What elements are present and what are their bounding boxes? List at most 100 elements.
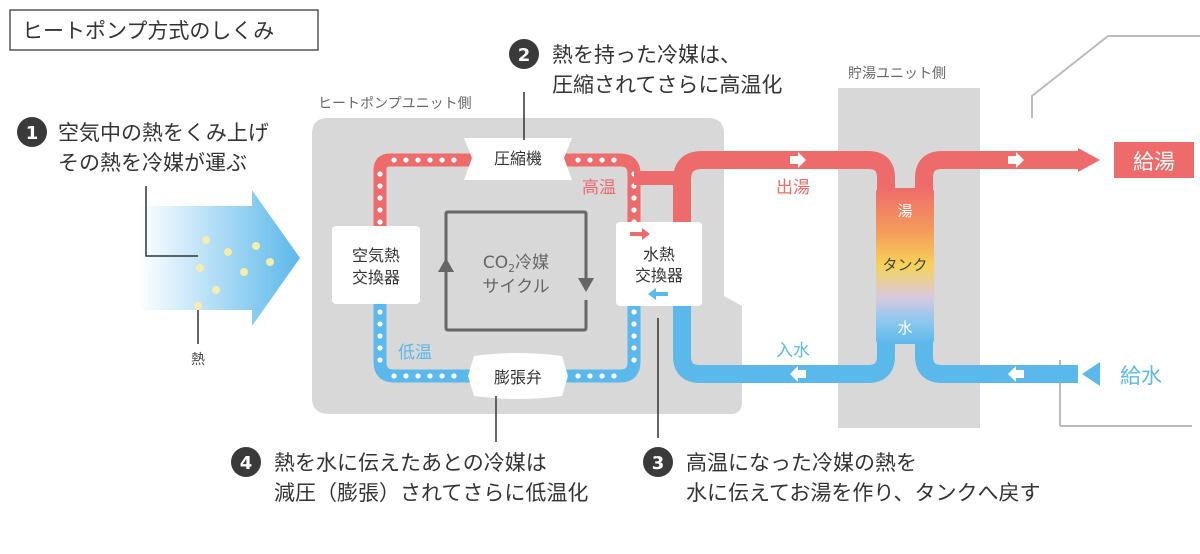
refrigerant-dot <box>631 195 637 201</box>
refrigerant-dot <box>377 219 383 225</box>
refrigerant-dot <box>631 357 637 363</box>
step-4-line1: 熱を水に伝えたあとの冷媒は <box>274 451 547 475</box>
compressor-label: 圧縮機 <box>494 149 542 168</box>
refrigerant-dot <box>391 157 397 163</box>
refrigerant-dot <box>631 309 637 315</box>
hot-supply-label: 給湯 <box>1133 150 1175 174</box>
step-2-line1: 熱を持った冷媒は、 <box>552 43 741 67</box>
inlet-water-label: 入水 <box>776 341 810 361</box>
air-intake-arrow-icon <box>138 190 300 326</box>
hot-supply-pipe <box>915 151 1078 200</box>
refrigerant-dot <box>575 157 581 163</box>
refrigerant-dot <box>415 157 421 163</box>
refrigerant-dot <box>403 373 409 379</box>
refrigerant-dot <box>451 373 457 379</box>
refrigerant-dot <box>377 357 383 363</box>
cycle-label-line2: サイクル <box>482 277 549 297</box>
cold-water-pipe <box>673 300 895 383</box>
hot-water-pipe <box>673 151 895 240</box>
refrigerant-dot <box>575 373 581 379</box>
cold-flow-arrow-icon <box>648 288 668 300</box>
refrigerant-dot <box>439 373 445 379</box>
numbered-circle-icon <box>509 39 539 69</box>
heat-particles <box>194 236 274 310</box>
tank <box>876 188 934 344</box>
numbered-circle-icon <box>643 447 673 477</box>
water-supply-label: 給水 <box>1120 364 1162 388</box>
tank-hot-label: 湯 <box>897 202 912 220</box>
numbered-circle-icon <box>17 117 47 147</box>
refrigerant-dot <box>611 373 617 379</box>
high-temp-label: 高温 <box>582 178 616 198</box>
white-arrow-icon <box>1008 152 1024 168</box>
title-box: ヒートポンプ方式のしくみ <box>9 9 319 51</box>
step-3-number: 3 <box>652 453 665 474</box>
step-2-number: 2 <box>518 45 531 66</box>
step-1: 1 空気中の熱をくみ上げ その熱を冷媒が運ぶ <box>17 117 269 175</box>
refrigerant-dot <box>631 321 637 327</box>
outlet-hot-label: 出湯 <box>776 178 810 198</box>
step-4-number: 4 <box>240 453 253 474</box>
step-1-line2: その熱を冷媒が運ぶ <box>58 151 247 175</box>
refrigerant-dot <box>451 157 457 163</box>
refrigerant-dot <box>377 207 383 213</box>
water-supply-pipe <box>915 340 1078 383</box>
compressor <box>464 138 572 180</box>
refrigerant-dot <box>427 157 433 163</box>
refrigerant-dot <box>587 373 593 379</box>
refrigerant-dot <box>631 207 637 213</box>
white-arrow-icon <box>790 366 806 382</box>
cycle-label-line1: CO2冷媒 <box>483 253 549 275</box>
cycle-arrows-icon <box>444 210 588 332</box>
air-heat-exchanger <box>332 226 420 304</box>
water-heat-exchanger <box>616 222 702 306</box>
step-1-number: 1 <box>26 123 39 144</box>
cycle-down-arrow-icon <box>578 278 594 292</box>
low-temp-label: 低温 <box>398 343 432 363</box>
heat-pump-unit-label: ヒートポンプユニット側 <box>318 96 472 112</box>
step-3-line1: 高温になった冷媒の熱を <box>686 451 917 475</box>
refrigerant-dot <box>377 309 383 315</box>
page-title: ヒートポンプ方式のしくみ <box>22 19 274 43</box>
refrigerant-dot <box>377 321 383 327</box>
refrigerant-dot <box>611 157 617 163</box>
refrigerant-dot <box>631 345 637 351</box>
step-4-line2: 減圧（膨張）されてさらに低温化 <box>274 481 588 505</box>
refrigerant-dot <box>427 373 433 379</box>
hot-flow-arrow-icon <box>630 228 650 240</box>
tank-water-label: 水 <box>897 319 912 337</box>
refrigerant-dot <box>403 157 409 163</box>
tank-label: タンク <box>882 256 927 274</box>
step-3-line2: 水に伝えてお湯を作り、タンクへ戻す <box>686 481 1040 505</box>
refrigerant-dot <box>377 195 383 201</box>
numbered-circle-icon <box>231 447 261 477</box>
cycle-up-arrow-icon <box>438 258 454 272</box>
heat-label: 熱 <box>191 352 205 368</box>
refrigerant-dot <box>377 171 383 177</box>
white-arrow-icon <box>1008 366 1024 382</box>
step-2: 2 熱を持った冷媒は、 圧縮されてさらに高温化 <box>509 39 782 97</box>
water-supply-arrow-icon <box>1082 362 1100 386</box>
refrigerant-dot <box>587 157 593 163</box>
refrigerant-dot <box>439 157 445 163</box>
water-exchanger-line2: 交換器 <box>635 266 683 285</box>
air-exchanger-line1: 空気熱 <box>352 246 400 265</box>
refrigerant-dot <box>391 373 397 379</box>
refrigerant-dot <box>599 373 605 379</box>
step-3: 3 高温になった冷媒の熱を 水に伝えてお湯を作り、タンクへ戻す <box>643 447 1040 505</box>
white-arrow-icon <box>790 152 806 168</box>
refrigerant-dot <box>631 333 637 339</box>
water-exchanger-line1: 水熱 <box>643 245 675 264</box>
step-4: 4 熱を水に伝えたあとの冷媒は 減圧（膨張）されてさらに低温化 <box>231 447 588 505</box>
refrigerant-dot <box>377 333 383 339</box>
expansion-valve-label: 膨張弁 <box>494 368 542 387</box>
step1-leader-line <box>145 186 198 257</box>
hot-supply-badge <box>1114 142 1194 178</box>
step-2-line2: 圧縮されてさらに高温化 <box>552 73 782 97</box>
hot-supply-arrow-icon <box>1078 148 1100 172</box>
refrigerant-dot <box>599 157 605 163</box>
refrigerant-dot <box>377 183 383 189</box>
step-1-line1: 空気中の熱をくみ上げ <box>58 121 269 145</box>
refrigerant-dots <box>377 157 637 379</box>
